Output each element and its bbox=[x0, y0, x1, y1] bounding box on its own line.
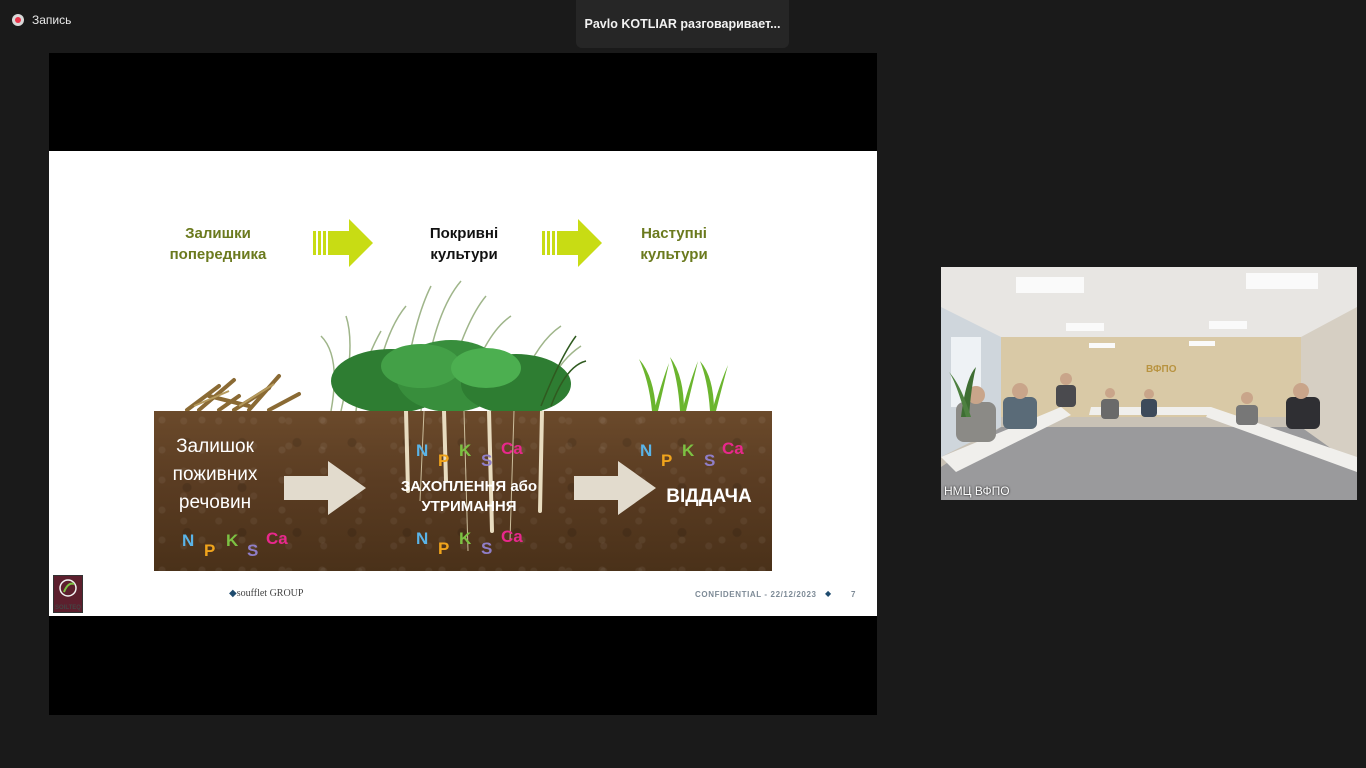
recording-indicator[interactable]: Запись bbox=[12, 12, 71, 28]
capture-retention-label: ЗАХОПЛЕННЯ або УТРИМАННЯ bbox=[389, 477, 549, 517]
roots-illustration bbox=[404, 411, 544, 552]
nutrient-n: N bbox=[416, 441, 429, 460]
recording-label: Запись bbox=[32, 13, 72, 27]
step-next-crops: Наступні культури bbox=[624, 223, 724, 265]
step-previous-crop: Залишки попередника bbox=[159, 223, 277, 265]
arrow-right-icon bbox=[313, 219, 373, 267]
conference-room-video: ВФПО bbox=[941, 267, 1357, 500]
presentation-slide: Залишки попередника Покривні культури На… bbox=[49, 151, 877, 616]
nutrient-ca: Ca bbox=[266, 529, 288, 548]
nutrient-p: P bbox=[661, 451, 673, 470]
participant-name: НМЦ ВФПО bbox=[944, 484, 1010, 498]
arrow-right-icon bbox=[284, 461, 366, 515]
nutrient-s: S bbox=[704, 451, 716, 470]
svg-text:ВФПО: ВФПО bbox=[1146, 364, 1177, 375]
step-previous-crop-line2: попередника bbox=[169, 246, 267, 263]
arrow-right-icon bbox=[542, 219, 602, 267]
next-crops-illustration bbox=[639, 357, 728, 411]
soil-diagram: Залишок поживних речовин ЗАХОПЛЕННЯ або … bbox=[154, 411, 772, 571]
diamond-icon: ◆ bbox=[825, 589, 832, 598]
nutrient-k: K bbox=[459, 529, 472, 548]
residue-nutrients-label: Залишок поживних речовин bbox=[167, 433, 263, 517]
nutrient-n: N bbox=[416, 529, 429, 548]
step-next-crops-line2: культури bbox=[640, 246, 708, 263]
residue-nutrients-line1: Залишок bbox=[176, 436, 254, 457]
shared-screen[interactable]: Залишки попередника Покривні культури На… bbox=[49, 53, 877, 715]
soilteq-logo-text: SOILTEQ bbox=[55, 605, 81, 611]
cover-crops-illustration bbox=[320, 280, 587, 414]
nutrient-k: K bbox=[682, 441, 695, 460]
nutrient-p: P bbox=[438, 539, 450, 558]
nutrient-k: K bbox=[226, 531, 239, 550]
participant-video-tile[interactable]: ВФПО НМЦ ВФПО bbox=[941, 267, 1357, 500]
nutrient-ca: Ca bbox=[501, 527, 523, 546]
step-next-crops-line1: Наступні bbox=[641, 225, 707, 242]
residue-nutrients-line2: поживних bbox=[172, 464, 258, 485]
step-cover-crops-line1: Покривні bbox=[429, 225, 499, 242]
soufflet-group-text: soufflet GROUP bbox=[236, 588, 304, 599]
step-cover-crops: Покривні культури bbox=[409, 223, 519, 265]
nutrient-p: P bbox=[204, 541, 216, 560]
arrow-right-icon bbox=[574, 461, 656, 515]
step-previous-crop-line1: Залишки bbox=[185, 225, 251, 242]
nutrient-n: N bbox=[640, 441, 653, 460]
active-speaker-text: Pavlo KOTLIAR разговаривает... bbox=[584, 17, 781, 31]
nutrient-ca: Ca bbox=[722, 439, 744, 458]
residue-nutrients-line3: речовин bbox=[178, 492, 252, 513]
return-label: ВІДДАЧА bbox=[666, 486, 752, 507]
nutrient-s: S bbox=[481, 451, 493, 470]
soufflet-group-logo: ◆soufflet GROUP bbox=[229, 588, 304, 599]
step-cover-crops-line2: культури bbox=[430, 246, 498, 263]
nutrient-p: P bbox=[438, 451, 450, 470]
confidential-label: CONFIDENTIAL - 22/12/2023 bbox=[695, 590, 817, 599]
crop-residue-illustration bbox=[185, 374, 301, 412]
nutrient-ca: Ca bbox=[501, 439, 523, 458]
capture-retention-line1: ЗАХОПЛЕННЯ або bbox=[400, 478, 538, 495]
capture-retention-line2: УТРИМАННЯ bbox=[421, 498, 517, 515]
nutrient-k: K bbox=[459, 441, 472, 460]
record-icon bbox=[12, 14, 24, 26]
active-speaker-banner: Pavlo KOTLIAR разговаривает... bbox=[576, 0, 789, 48]
nutrient-n: N bbox=[182, 531, 195, 550]
slide-page-number: 7 bbox=[851, 590, 856, 599]
nutrient-s: S bbox=[247, 541, 259, 560]
nutrient-s: S bbox=[481, 539, 493, 558]
soilteq-logo-icon bbox=[53, 575, 83, 613]
